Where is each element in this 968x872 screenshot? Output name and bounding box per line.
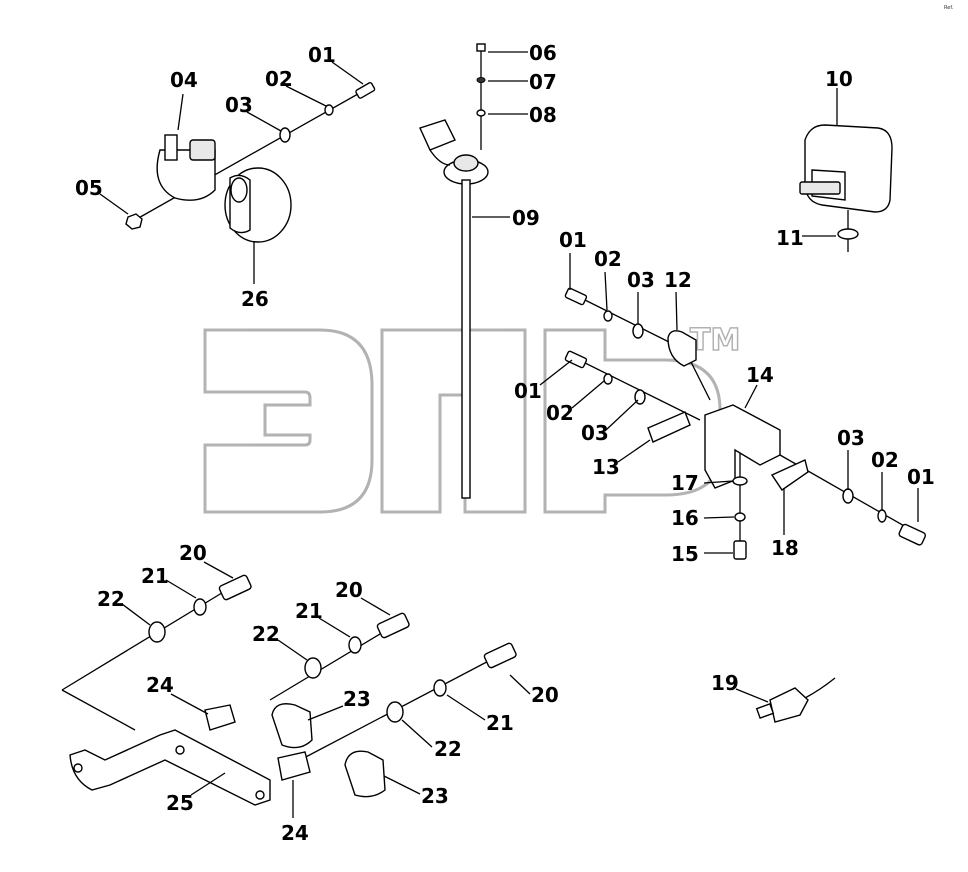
callout-02: 02 xyxy=(546,401,574,425)
callout-19: 19 xyxy=(711,671,739,695)
callout-07: 07 xyxy=(529,70,557,94)
callout-01: 01 xyxy=(308,43,336,67)
callout-02: 02 xyxy=(265,67,293,91)
callout-10: 10 xyxy=(825,67,853,91)
callout-04: 04 xyxy=(170,68,198,92)
corner-mark: Ref. xyxy=(944,5,954,11)
callout-20: 20 xyxy=(179,541,207,565)
trademark-mark: TM xyxy=(690,323,740,358)
callout-09: 09 xyxy=(512,206,540,230)
washer-icon xyxy=(476,77,486,83)
callout-24: 24 xyxy=(146,673,174,697)
lock-washer-icon xyxy=(433,679,447,697)
washer-icon xyxy=(386,701,404,723)
callout-17: 17 xyxy=(671,471,699,495)
bolt-icon xyxy=(376,612,410,639)
callout-21: 21 xyxy=(141,564,169,588)
callout-22: 22 xyxy=(252,622,280,646)
washer-icon xyxy=(476,109,486,117)
bolt-icon xyxy=(483,642,517,669)
cable-clamp-icon xyxy=(344,750,386,798)
lamp-assembly: 10 11 xyxy=(776,67,893,252)
washer-icon xyxy=(304,657,322,679)
nut-icon xyxy=(125,213,143,230)
bracket-icon xyxy=(156,134,216,201)
bolt-icon xyxy=(564,350,588,369)
washer-icon xyxy=(732,476,748,486)
callout-02: 02 xyxy=(871,448,899,472)
callout-08: 08 xyxy=(529,103,557,127)
washer-icon xyxy=(324,104,334,116)
washer-icon xyxy=(877,509,887,523)
plate-icon xyxy=(770,459,809,491)
callout-14: 14 xyxy=(746,363,774,387)
callout-20: 20 xyxy=(335,578,363,602)
washer-icon xyxy=(279,127,291,143)
callout-03: 03 xyxy=(225,93,253,117)
callout-11: 11 xyxy=(776,226,804,250)
washer-icon xyxy=(837,228,859,240)
callout-22: 22 xyxy=(434,737,462,761)
callout-03: 03 xyxy=(837,426,865,450)
sender-unit-icon xyxy=(419,119,489,499)
clamp-icon xyxy=(667,330,697,367)
bracket-assembly: 01 02 03 12 01 02 03 13 14 03 02 01 17 1… xyxy=(514,228,935,566)
bolt-icon xyxy=(564,287,588,306)
horn-icon xyxy=(224,167,292,243)
bolt-icon xyxy=(218,574,252,601)
lock-washer-icon xyxy=(348,636,362,654)
washer-icon xyxy=(603,373,613,385)
callout-24: 24 xyxy=(281,821,309,845)
callout-06: 06 xyxy=(529,41,557,65)
callout-21: 21 xyxy=(295,599,323,623)
callout-01: 01 xyxy=(907,465,935,489)
callout-20: 20 xyxy=(531,683,559,707)
support-assembly: 20 21 22 20 21 22 20 21 22 23 23 24 24 2… xyxy=(61,541,559,845)
clip-icon xyxy=(204,704,236,731)
plate-icon xyxy=(647,411,691,443)
fuel-sender-assembly: 06 07 08 09 xyxy=(419,41,557,499)
callout-26: 26 xyxy=(241,287,269,311)
callout-03: 03 xyxy=(581,421,609,445)
washer-icon xyxy=(842,488,854,504)
callout-03: 03 xyxy=(627,268,655,292)
lamp-icon xyxy=(799,124,893,213)
watermark: TM xyxy=(203,322,741,514)
washer-icon xyxy=(632,323,644,339)
callout-22: 22 xyxy=(97,587,125,611)
bolt-icon xyxy=(355,82,376,99)
callout-12: 12 xyxy=(664,268,692,292)
callout-13: 13 xyxy=(592,455,620,479)
bolt-icon xyxy=(898,523,927,546)
callout-01: 01 xyxy=(559,228,587,252)
callout-05: 05 xyxy=(75,176,103,200)
callout-18: 18 xyxy=(771,536,799,560)
lock-washer-icon xyxy=(193,598,207,616)
callout-01: 01 xyxy=(514,379,542,403)
callout-23: 23 xyxy=(421,784,449,808)
callout-15: 15 xyxy=(671,542,699,566)
switch-icon xyxy=(769,687,809,723)
long-bracket-icon xyxy=(69,729,271,806)
switch-assembly: 19 xyxy=(711,671,836,723)
callout-23: 23 xyxy=(343,687,371,711)
washer-icon xyxy=(148,621,166,643)
horn-assembly: 01 02 03 04 05 26 xyxy=(75,43,376,311)
screw-icon xyxy=(476,43,486,52)
angle-bracket-icon xyxy=(704,404,781,489)
bolt-icon xyxy=(733,540,747,560)
washer-icon xyxy=(603,310,613,322)
callout-21: 21 xyxy=(486,711,514,735)
callout-02: 02 xyxy=(594,247,622,271)
lock-washer-icon xyxy=(734,512,746,522)
clip-icon xyxy=(277,751,311,781)
callout-16: 16 xyxy=(671,506,699,530)
cable-clamp-icon xyxy=(271,703,313,749)
callout-25: 25 xyxy=(166,791,194,815)
